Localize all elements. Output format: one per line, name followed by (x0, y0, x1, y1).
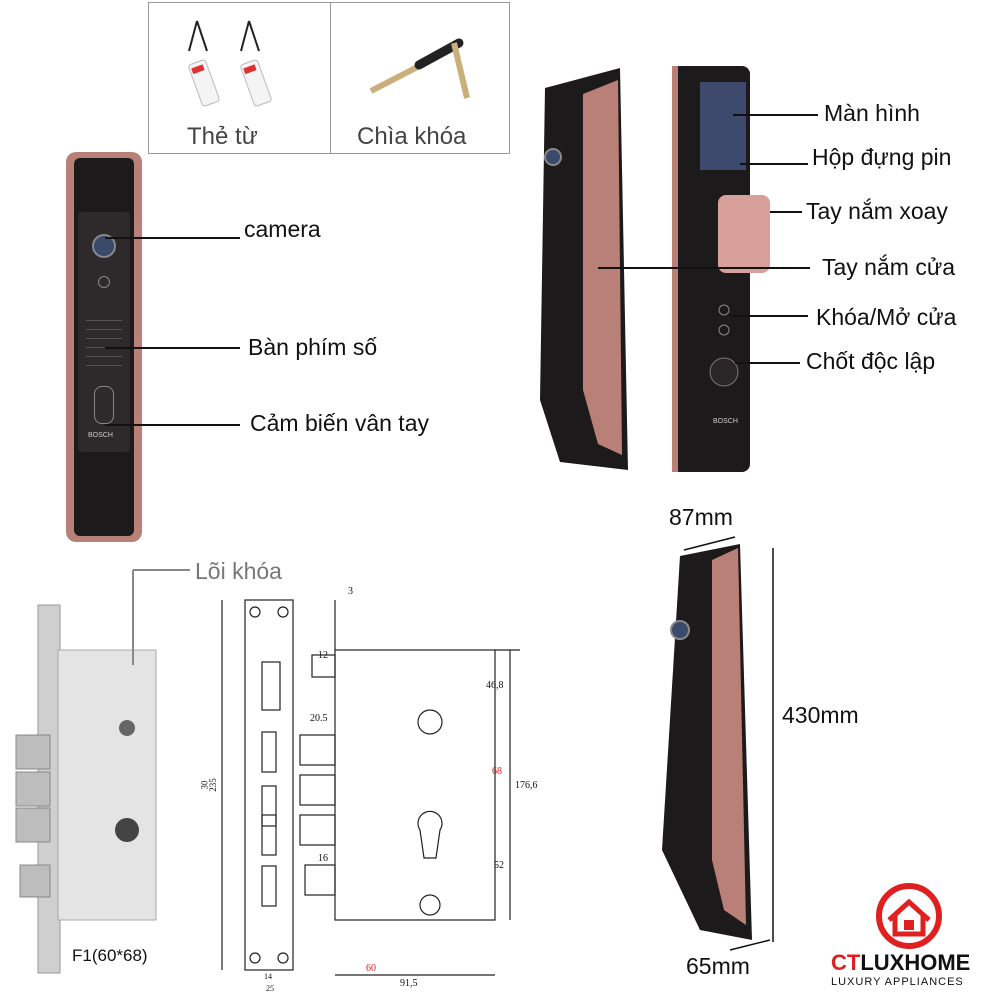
card-label: Thẻ từ (187, 123, 258, 150)
house-logo-icon (876, 883, 942, 949)
key-card-icon (188, 20, 272, 107)
mortise-model: F1(60*68) (72, 946, 148, 965)
dim-16: 16 (318, 853, 328, 864)
dim-3: 3 (348, 586, 353, 597)
callout-independent-latch: Chốt độc lập (806, 348, 936, 374)
callout-rotary-handle: Tay nắm xoay (806, 198, 948, 224)
accessories-divider (330, 3, 331, 153)
callout-camera: camera (244, 216, 321, 242)
callout-keypad: Bàn phím số (248, 334, 378, 360)
callout-battery: Hộp đựng pin (812, 144, 952, 170)
dim-25: 25 (266, 984, 274, 993)
logo-ct: CT (831, 950, 861, 975)
side-brand: BOSCH (713, 418, 738, 425)
accessory-illustrations (188, 20, 470, 107)
dim-46-8: 46,8 (486, 680, 504, 691)
accessories-box: Thẻ từ Chìa khóa (148, 2, 510, 154)
dim-14: 14 (264, 972, 272, 981)
logo-tagline: LUXURY APPLIANCES (831, 976, 964, 988)
mortise-title: Lõi khóa (195, 558, 282, 584)
dim-60: 60 (366, 963, 376, 974)
dim-12: 12 (318, 650, 328, 661)
logo-luxhome: LUXHOME (860, 950, 971, 975)
callout-screen: Màn hình (824, 100, 920, 126)
callout-fingerprint: Cảm biến vân tay (250, 410, 429, 436)
fingerprint-sensor-icon (94, 386, 114, 424)
sensor-dot (98, 276, 110, 288)
callout-lock-unlock: Khóa/Mở cửa (816, 304, 957, 330)
mechanical-key-icon (369, 38, 470, 99)
dim-68: 68 (492, 766, 502, 777)
key-label: Chìa khóa (357, 123, 467, 150)
front-brand: BOSCH (88, 432, 113, 439)
dim-52: 52 (494, 860, 504, 871)
callout-door-handle: Tay nắm cửa (822, 254, 956, 280)
dim-height: 430mm (782, 702, 859, 728)
dim-20-5: 20.5 (310, 713, 328, 724)
front-lock-body: BOSCH (66, 152, 142, 542)
dim-176-6: 176,6 (515, 780, 538, 791)
dim-width-top: 87mm (669, 504, 733, 530)
dim-width-bottom: 65mm (686, 953, 750, 979)
keypad-icon (86, 312, 122, 372)
brand-logo: CTLUXHOME LUXURY APPLIANCES (825, 880, 995, 990)
dim-91-5: 91,5 (400, 978, 418, 989)
